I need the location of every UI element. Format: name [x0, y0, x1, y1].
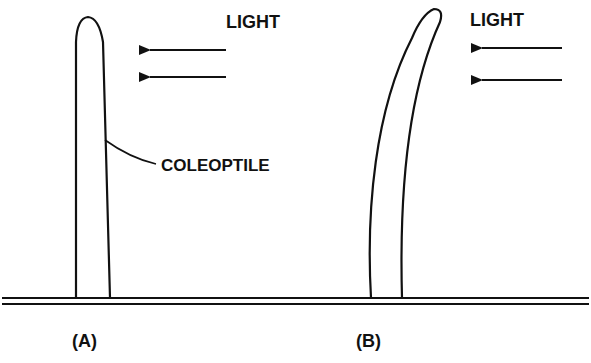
light-label: LIGHT — [470, 11, 524, 29]
panel-label: (B) — [356, 332, 381, 350]
ground-line — [2, 303, 589, 305]
light-arrow — [150, 49, 226, 51]
light-arrow — [482, 79, 562, 81]
leader-line — [105, 140, 156, 164]
panel-label: (A) — [72, 332, 97, 350]
light-label: LIGHT — [226, 13, 280, 31]
light-arrow — [482, 47, 562, 49]
coleoptile-straight — [76, 17, 110, 298]
light-arrow — [150, 76, 226, 78]
ground-line — [2, 297, 589, 299]
coleoptile-bent — [370, 9, 441, 298]
part-label: COLEOPTILE — [161, 157, 270, 174]
